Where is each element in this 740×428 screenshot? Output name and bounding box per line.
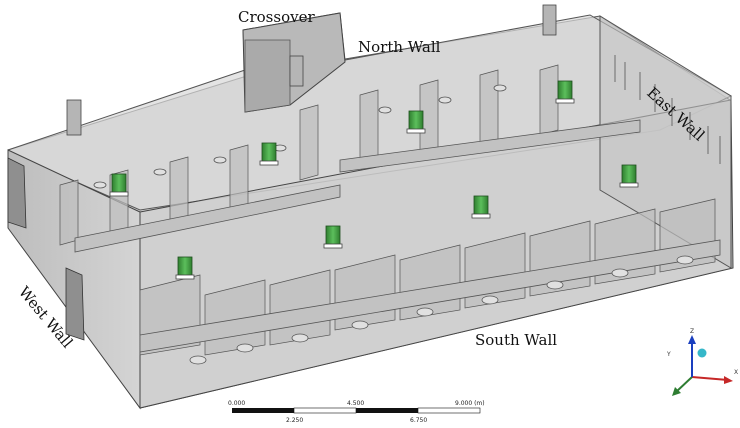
axis-y-line: [675, 376, 693, 393]
scale-tick-9000: 9.000 (m): [455, 400, 485, 407]
axis-y-label: Y: [666, 351, 671, 358]
label-south-wall: South Wall: [475, 331, 557, 349]
scale-tick-0: 0.000: [228, 400, 245, 407]
axis-z-arrow: [688, 335, 696, 344]
green-unit: [406, 110, 426, 134]
green-unit: [619, 164, 639, 188]
west-wall-openings: [7, 157, 85, 341]
green-unit: [471, 195, 491, 219]
axis-x-line: [691, 376, 729, 381]
scale-bar: 0.000 4.500 9.000 (m) 2.250 6.750: [228, 400, 485, 424]
floor-grilles: [93, 84, 694, 365]
axis-x-arrow: [724, 376, 733, 384]
east-wall-windows: [614, 55, 721, 164]
green-unit: [109, 173, 129, 197]
green-unit: [555, 80, 575, 104]
axis-z-label: Z: [690, 328, 694, 335]
roof-vents: [66, 4, 557, 136]
green-units: [109, 80, 639, 280]
axis-y-arrow: [672, 387, 681, 396]
label-crossover: Crossover: [238, 8, 315, 26]
scale-tick-6750: 6.750: [410, 417, 427, 424]
green-unit: [175, 256, 195, 280]
axis-triad[interactable]: Z Y X: [666, 328, 738, 396]
scale-tick-2250: 2.250: [286, 417, 303, 424]
green-unit: [259, 142, 279, 166]
axis-x-label: X: [734, 369, 738, 376]
scale-tick-4500: 4.500: [347, 400, 364, 407]
ducts: [74, 119, 721, 353]
green-unit: [323, 225, 343, 249]
axis-origin-ball: [697, 348, 707, 358]
label-north-wall: North Wall: [358, 38, 441, 56]
